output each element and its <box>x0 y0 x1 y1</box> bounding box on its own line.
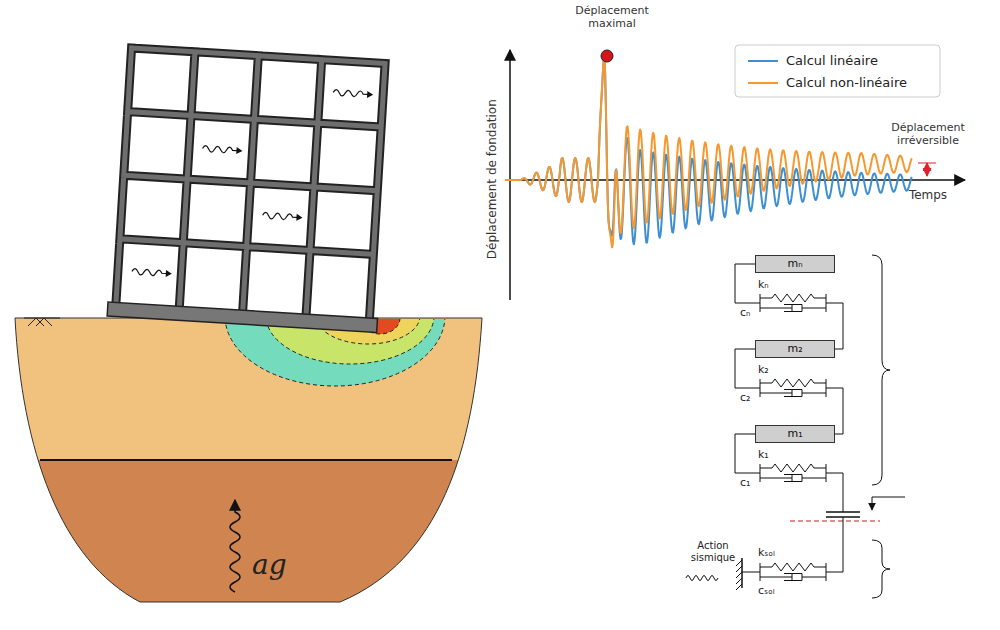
max-label: Déplacement maximal <box>562 4 662 30</box>
ground-acceleration-arrow <box>230 500 240 592</box>
axis-title: Temps <box>903 188 953 202</box>
damper-label: cₙ <box>740 306 750 319</box>
k1-link <box>735 434 843 512</box>
y-axis <box>509 50 511 300</box>
spring-dashpot <box>760 562 826 582</box>
mass-box: m₂ <box>755 340 835 358</box>
spring-dashpot <box>760 463 826 483</box>
damper-label: c₂ <box>740 391 750 404</box>
spring-dashpot <box>760 378 826 398</box>
base-plate <box>826 511 860 513</box>
damper-label: c₁ <box>740 476 750 489</box>
legend-swatch <box>748 60 778 62</box>
axis-title: Déplacement de fondation <box>485 74 499 284</box>
structure-bracket <box>872 255 890 485</box>
curves <box>505 58 912 247</box>
bedrock-layer <box>0 460 500 620</box>
nonlinear-curve <box>505 58 912 247</box>
interface-line <box>790 521 880 522</box>
spring-label: kₛₒₗ <box>758 546 775 559</box>
vibration-arrow <box>202 145 242 154</box>
legend-entry: Calcul linéaire <box>748 53 878 68</box>
legend-text: Calcul linéaire <box>786 53 878 68</box>
spring-link <box>735 264 843 349</box>
mass-label: m₂ <box>787 342 802 355</box>
vibration-arrow <box>333 89 373 98</box>
spring-label: kₙ <box>758 278 769 291</box>
mass-box: mₙ <box>755 255 835 273</box>
building-facade <box>116 48 385 318</box>
max-marker <box>601 50 613 62</box>
spring-link <box>735 349 843 434</box>
spring-label: k₂ <box>758 363 769 376</box>
acceleration-label: ag <box>252 548 287 582</box>
interface-leader <box>872 497 905 510</box>
mass-label: m₁ <box>787 427 802 440</box>
spring-label: k₁ <box>758 448 769 461</box>
frame-beams <box>116 48 385 318</box>
vibration-arrow <box>262 212 302 221</box>
spring-dashpot <box>760 293 826 313</box>
vibration-arrow <box>132 268 172 277</box>
seismic-wave <box>686 576 718 581</box>
foundation-slab <box>107 302 377 332</box>
wall-hatch <box>736 560 742 590</box>
mass-label: mₙ <box>787 257 802 270</box>
building <box>107 47 393 332</box>
residual-label: Déplacement irréversible <box>878 121 978 147</box>
soil-bracket <box>872 540 890 598</box>
legend-entry: Calcul non-linéaire <box>748 75 907 90</box>
residual-arrow <box>926 163 928 176</box>
load-label: Action sismique <box>682 540 744 564</box>
frame-outline <box>116 48 385 318</box>
soil-outline <box>15 318 482 602</box>
legend-box <box>735 45 940 97</box>
legend-swatch <box>748 82 778 84</box>
layer-boundary <box>40 459 452 461</box>
ground-symbol <box>24 318 60 326</box>
residual-tick <box>918 163 936 164</box>
damper-label: cₛₒₗ <box>758 584 775 597</box>
linear-curve <box>505 59 912 245</box>
mass-box: m₁ <box>755 425 835 443</box>
chart <box>505 45 965 300</box>
legend-text: Calcul non-linéaire <box>786 75 907 90</box>
